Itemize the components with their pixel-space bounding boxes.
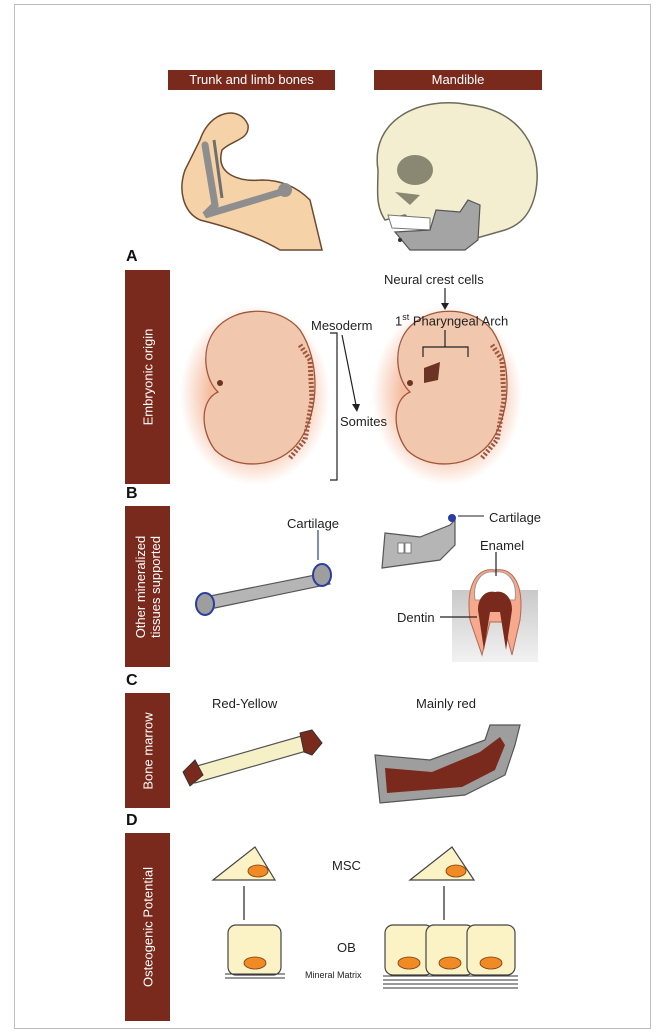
label-msc: MSC [332,858,361,873]
ob-cell-left [225,925,285,978]
label-mesoderm: Mesoderm [311,318,372,333]
mandible-marrow [375,725,520,803]
long-bone-marrow [183,730,322,786]
label-dentin: Dentin [397,610,435,625]
embryo-right [372,305,522,485]
long-bone-cartilage [196,530,331,615]
somites-bracket [330,333,337,480]
label-pharyngeal-arch: 1st Pharyngeal Arch [395,312,508,328]
ob-cells-right [383,925,518,988]
msc-cell-right [410,847,474,920]
pharyngeal-text: Pharyngeal Arch [409,313,508,328]
arm-illustration [182,113,322,250]
tooth-illustration [440,552,538,662]
mesoderm-arrow [342,335,360,412]
msc-cell-left [213,847,275,920]
label-red-yellow: Red-Yellow [212,696,277,711]
label-cartilage-right: Cartilage [489,510,541,525]
embryo-left [180,305,330,485]
label-somites: Somites [340,414,387,429]
label-mineral-matrix: Mineral Matrix [305,970,362,980]
skull-illustration [377,103,537,250]
label-cartilage-left: Cartilage [287,516,339,531]
label-enamel: Enamel [480,538,524,553]
label-ob: OB [337,940,356,955]
mandible-cartilage [382,514,484,568]
label-mainly-red: Mainly red [416,696,476,711]
label-neural-crest: Neural crest cells [384,272,484,287]
